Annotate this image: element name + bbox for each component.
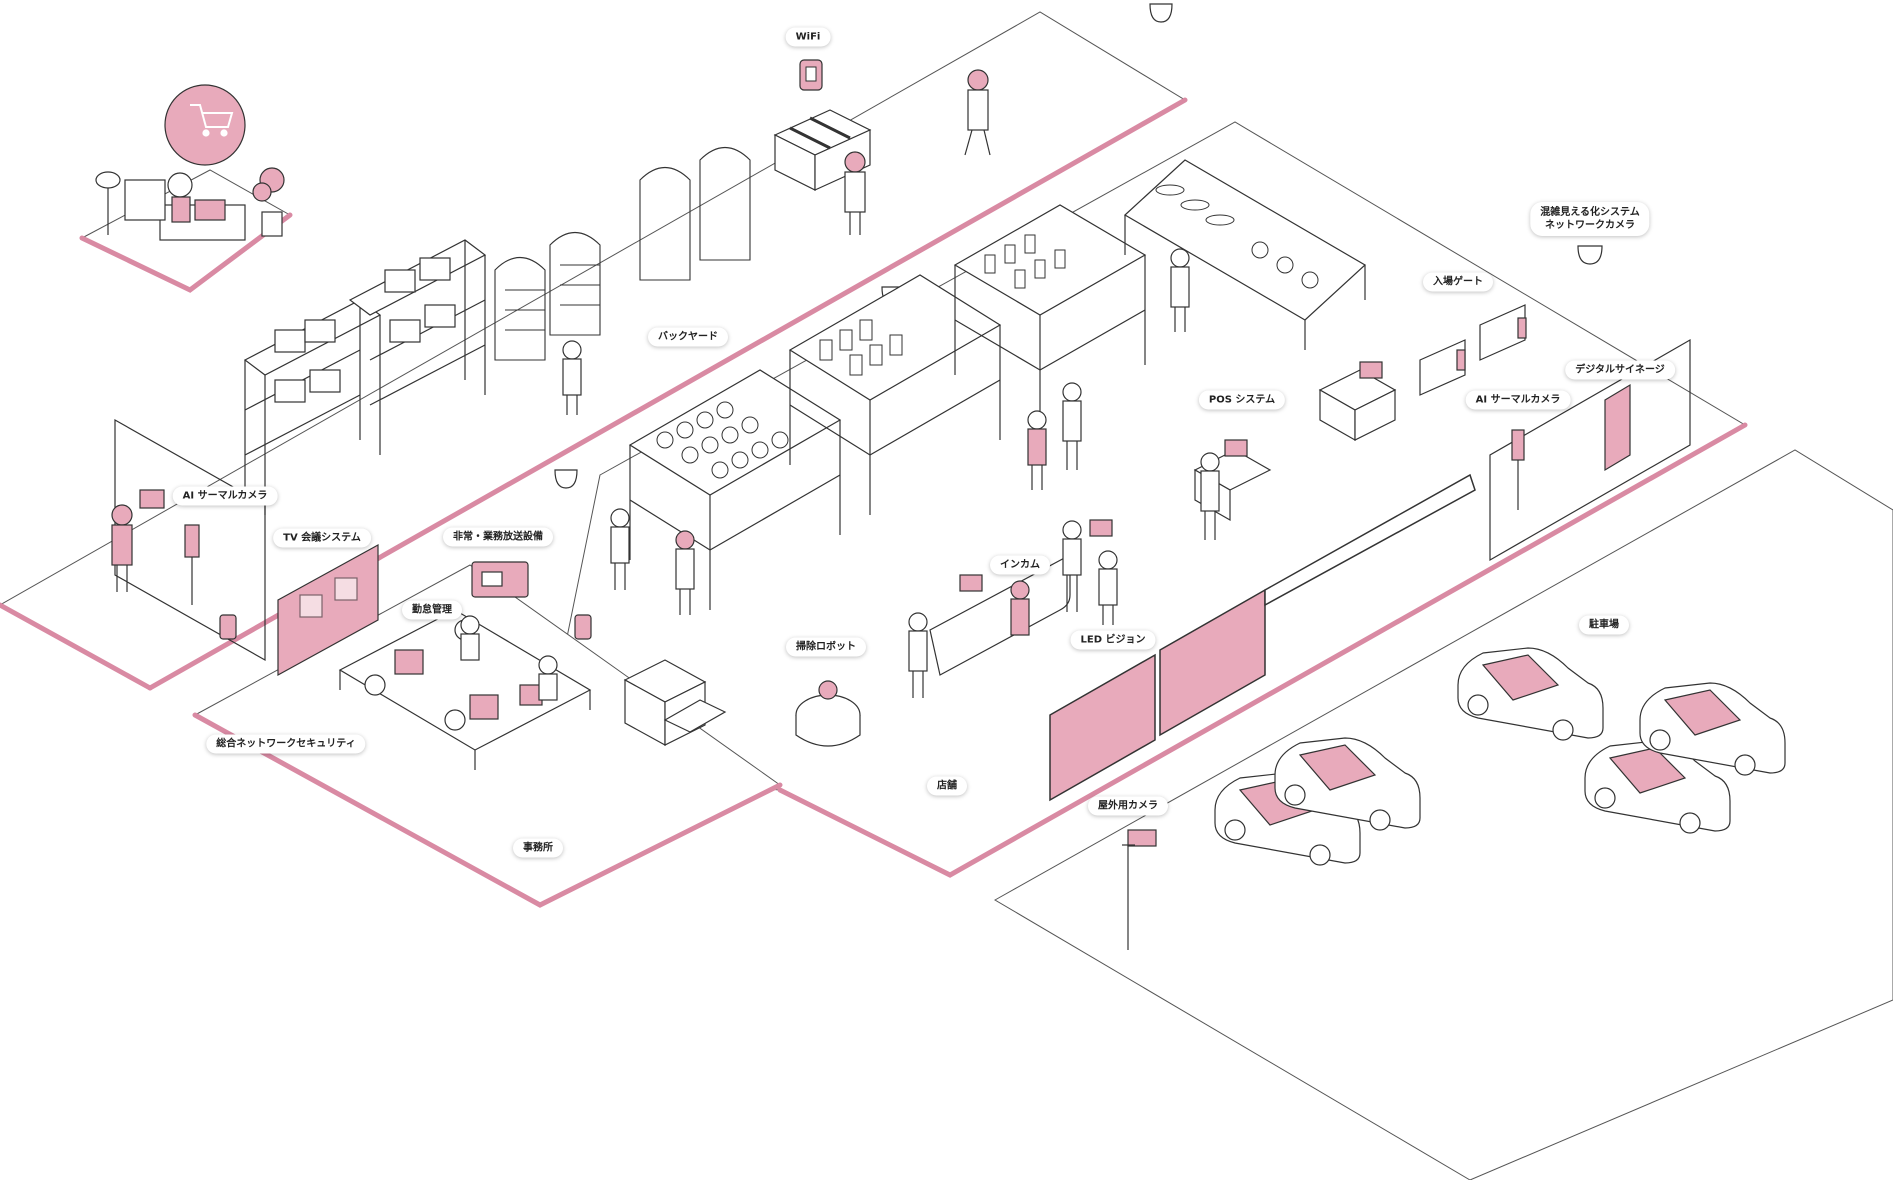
wifi-access-point <box>800 60 822 90</box>
label-pos-system[interactable]: POS システム <box>1199 391 1285 410</box>
label-wifi[interactable]: WiFi <box>786 28 831 47</box>
dome-camera-icon <box>1150 4 1172 22</box>
label-cleaning-robot[interactable]: 掃除ロボット <box>786 638 866 657</box>
label-emergency-broadcast[interactable]: 非常・業務放送設備 <box>443 528 553 547</box>
dome-camera-icon <box>555 470 577 488</box>
label-entry-gate[interactable]: 入場ゲート <box>1423 273 1493 292</box>
label-congestion-camera[interactable]: 混雑見える化システム ネットワークカメラ <box>1530 202 1649 236</box>
label-intercom[interactable]: インカム <box>990 556 1050 575</box>
label-parking[interactable]: 駐車場 <box>1579 616 1629 635</box>
label-network-security[interactable]: 総合ネットワークセキュリティ <box>206 735 365 754</box>
label-backyard[interactable]: バックヤード <box>648 328 728 347</box>
label-digital-signage[interactable]: デジタルサイネージ <box>1565 361 1675 380</box>
label-office[interactable]: 事務所 <box>513 839 563 858</box>
label-outdoor-camera[interactable]: 屋外用カメラ <box>1088 797 1168 816</box>
dome-camera-icon <box>1578 246 1602 264</box>
label-attendance[interactable]: 勤怠管理 <box>402 601 462 620</box>
label-led-vision[interactable]: LED ビジョン <box>1071 631 1156 650</box>
label-tv-conference[interactable]: TV 会議システム <box>273 529 371 548</box>
floor-plates <box>0 12 1893 1180</box>
label-ai-thermal-camera-store[interactable]: AI サーマルカメラ <box>1466 391 1571 410</box>
label-store[interactable]: 店舗 <box>927 777 967 796</box>
label-ai-thermal-camera-office[interactable]: AI サーマルカメラ <box>173 487 278 506</box>
